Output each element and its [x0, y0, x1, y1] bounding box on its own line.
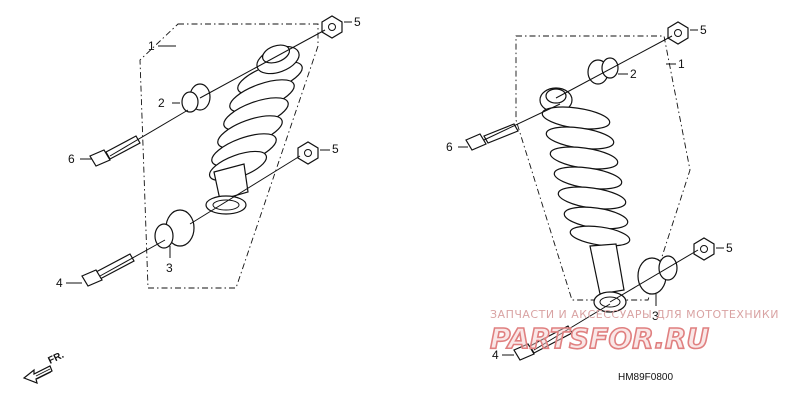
right-top-nut [667, 21, 689, 45]
front-direction-indicator: FR. [22, 350, 66, 384]
left-callout-2: 2 [158, 96, 165, 110]
right-shock-assembly: 5 2 1 6 5 3 4 [446, 21, 733, 362]
right-assembly-outline [515, 35, 691, 301]
right-callout-3: 3 [652, 309, 659, 323]
left-callout-1: 1 [148, 39, 155, 53]
left-damper-body [205, 163, 249, 215]
front-arrow-icon [22, 365, 53, 384]
left-shock-assembly: 1 2 3 4 5 5 6 [56, 15, 361, 290]
watermark: ЗАПЧАСТИ И АКСЕССУАРЫ ДЛЯ МОТОТЕХНИКИ PA… [489, 308, 779, 356]
right-callout-5-top: 5 [700, 23, 707, 37]
diagram-code: HM89F0800 [618, 372, 673, 383]
right-callout-4: 4 [492, 348, 499, 362]
right-callout-6: 6 [446, 140, 453, 154]
right-spring [541, 106, 631, 247]
right-lower-nut [693, 237, 715, 261]
left-mid-nut [297, 141, 319, 165]
right-callout-2: 2 [630, 67, 637, 81]
left-lower-bushing [154, 209, 195, 249]
left-spring [208, 61, 303, 182]
left-top-eye [256, 44, 300, 75]
front-label: FR. [46, 350, 65, 367]
right-callout-5-lower: 5 [726, 241, 733, 255]
left-top-nut [321, 15, 343, 39]
left-upper-bushing [181, 83, 211, 113]
left-lower-bolt [81, 253, 135, 287]
watermark-tagline: ЗАПЧАСТИ И АКСЕССУАРЫ ДЛЯ МОТОТЕХНИКИ [490, 308, 779, 321]
right-upper-bushing [587, 57, 619, 85]
left-upper-bolt [89, 135, 141, 167]
right-upper-bolt [465, 123, 519, 151]
right-lower-bushing [637, 255, 678, 295]
watermark-brand: PARTSFOR.RU [490, 322, 709, 355]
left-callout-3: 3 [166, 261, 173, 275]
left-assembly-outline [139, 23, 319, 289]
right-callout-1: 1 [678, 57, 685, 71]
left-callout-5-top: 5 [354, 15, 361, 29]
right-damper-body [589, 243, 627, 313]
left-callout-6: 6 [68, 152, 75, 166]
watermark-brand-fill: PARTSFOR.RU [490, 322, 709, 355]
left-callout-4: 4 [56, 276, 63, 290]
left-callout-5-mid: 5 [332, 142, 339, 156]
